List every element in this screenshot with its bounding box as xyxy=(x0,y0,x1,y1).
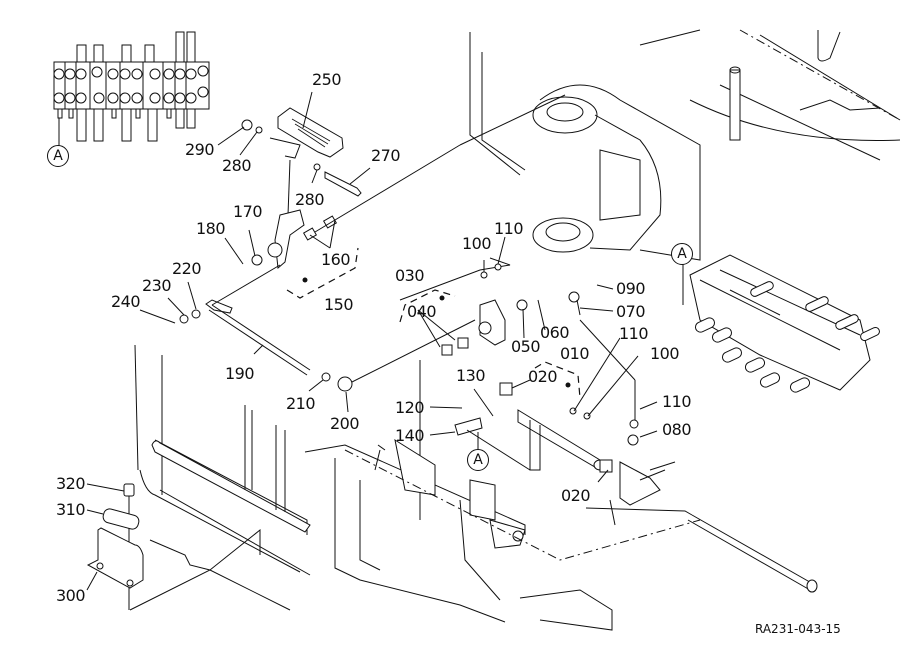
part-label-040: 040 xyxy=(407,302,437,321)
lower-frame xyxy=(304,438,701,631)
long-pin xyxy=(585,507,818,593)
swing-bracket-frame xyxy=(469,29,901,261)
drawing-reference-code: RA231-043-15 xyxy=(755,622,841,636)
part-label-180: 180 xyxy=(196,219,226,238)
part-label-280-lower: 280 xyxy=(295,190,325,209)
part-label-100-upper: 100 xyxy=(462,234,492,253)
part-label-200: 200 xyxy=(330,414,360,433)
cushion-bracket xyxy=(86,483,144,610)
rod-190 xyxy=(179,264,476,392)
part-label-130: 130 xyxy=(456,366,486,385)
part-label-140: 140 xyxy=(395,426,425,445)
bracket-assembly-030 xyxy=(399,257,581,520)
part-label-150: 150 xyxy=(324,295,354,314)
part-label-250: 250 xyxy=(312,70,342,89)
control-valve-top-view xyxy=(53,31,210,146)
part-label-120: 120 xyxy=(395,398,425,417)
part-label-240: 240 xyxy=(111,292,141,311)
part-label-110-lower: 110 xyxy=(662,392,692,411)
callout-marker-a-top-left: A xyxy=(47,145,69,167)
part-label-010: 010 xyxy=(560,344,590,363)
part-label-190: 190 xyxy=(225,364,255,383)
part-label-050: 050 xyxy=(511,337,541,356)
part-label-110-upper: 110 xyxy=(494,219,524,238)
part-label-230: 230 xyxy=(142,276,172,295)
part-label-160: 160 xyxy=(321,250,351,269)
part-label-320: 320 xyxy=(56,474,86,493)
floor-panel xyxy=(129,344,311,611)
part-label-270: 270 xyxy=(371,146,401,165)
part-label-210: 210 xyxy=(286,394,316,413)
part-label-100-mid: 100 xyxy=(650,344,680,363)
part-label-290: 290 xyxy=(185,140,215,159)
callout-marker-a-plate: A xyxy=(467,449,489,471)
part-label-080: 080 xyxy=(662,420,692,439)
part-label-060: 060 xyxy=(540,323,570,342)
pedal-assembly xyxy=(241,94,566,299)
part-label-030: 030 xyxy=(395,266,425,285)
part-label-090: 090 xyxy=(616,279,646,298)
part-label-280-upper: 280 xyxy=(222,156,252,175)
part-label-220: 220 xyxy=(172,259,202,278)
part-label-110-mid: 110 xyxy=(619,324,649,343)
part-label-020-lower: 020 xyxy=(561,486,591,505)
shaft-assembly-010 xyxy=(499,319,676,526)
part-label-300: 300 xyxy=(56,586,86,605)
leader-lines xyxy=(86,91,658,591)
part-label-070: 070 xyxy=(616,302,646,321)
part-label-310: 310 xyxy=(56,500,86,519)
part-label-020-upper: 020 xyxy=(528,367,558,386)
part-label-170: 170 xyxy=(233,202,263,221)
callout-marker-a-right-valve: A xyxy=(671,243,693,265)
control-valve-iso xyxy=(682,254,880,393)
